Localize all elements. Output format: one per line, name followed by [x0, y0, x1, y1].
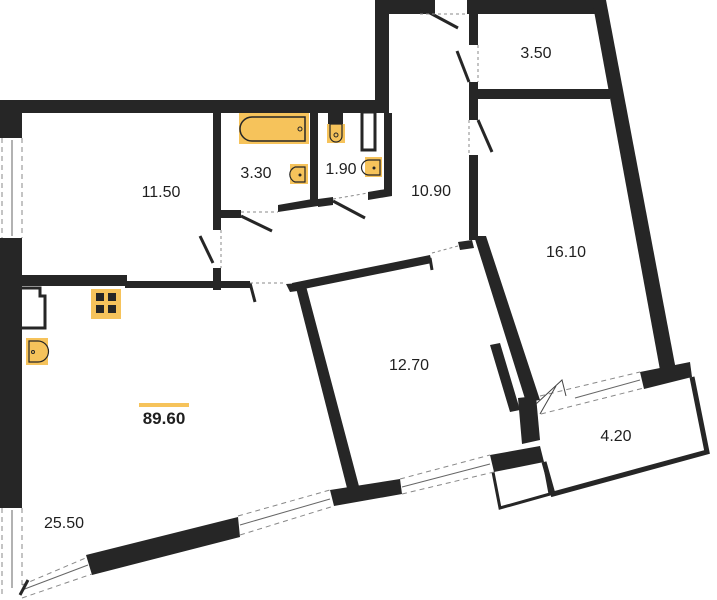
walls [0, 0, 710, 575]
sink-icon [26, 338, 50, 365]
room-hallway-area: 10.90 [410, 183, 452, 200]
door-arcs [220, 13, 479, 284]
room-bedroom-middle-area: 12.70 [388, 357, 430, 374]
stove-icon [91, 289, 121, 319]
room-bedroom-left-area: 11.50 [141, 184, 181, 201]
window-glass [11, 140, 641, 591]
total-area-bar [139, 403, 189, 407]
room-storage-area: 3.50 [520, 45, 552, 62]
doors [18, 4, 494, 596]
room-toilet-area: 1.90 [325, 161, 357, 178]
toilet-icon [327, 113, 345, 143]
sink-icon [289, 164, 308, 184]
room-bedroom-right-area: 16.10 [545, 244, 587, 261]
bathtub-icon [239, 113, 309, 144]
total-area: 89.60 [142, 409, 186, 428]
sink-icon [360, 157, 382, 177]
room-living-kitchen-area: 25.50 [43, 515, 85, 532]
balcony-door [535, 379, 567, 415]
room-bathroom-area: 3.30 [240, 165, 272, 182]
windows [1, 138, 645, 599]
ventilation-shaft [22, 286, 47, 330]
room-balcony-area: 4.20 [600, 428, 632, 445]
